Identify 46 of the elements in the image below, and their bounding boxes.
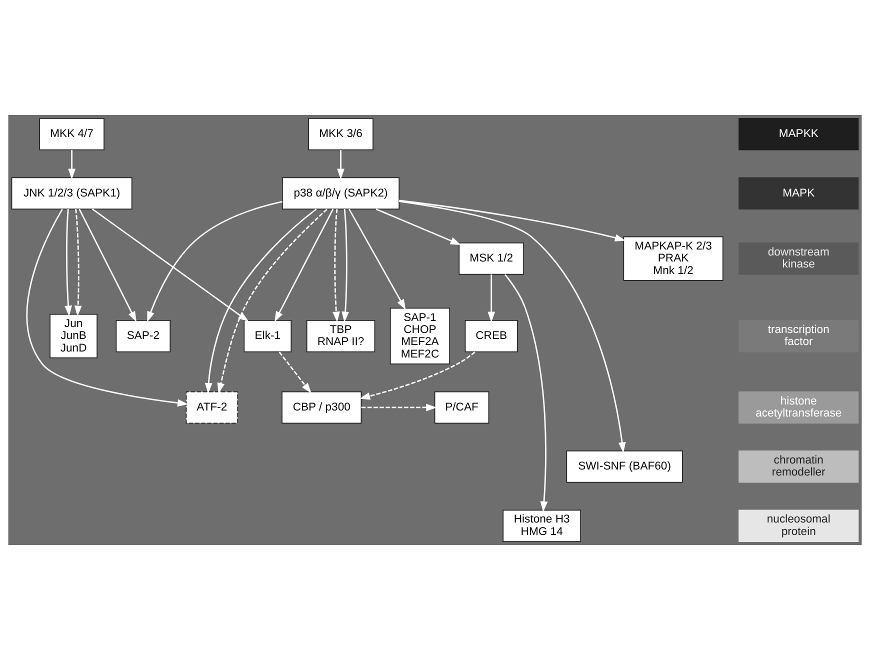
node-box: MSK 1/2 [458,242,524,275]
arrow [504,274,548,512]
arrow [92,208,249,322]
label: histone acetyltransferase [756,395,842,420]
node-box: Histone H3 HMG 14 [502,510,582,542]
label: downstream kinase [768,246,830,271]
arrow [68,150,76,180]
arrow [342,208,350,322]
node-box: SAP-1 CHOP MEF2A MEF2C [390,308,450,364]
arrow [78,208,137,322]
arrow [204,208,317,394]
arrow [337,150,344,180]
label: nucleosomal protein [766,514,830,538]
node-box: Jun JunB JunD [50,314,98,358]
arrow [74,208,82,316]
label: MAPK [782,187,815,200]
node-box: SWI-SNF (BAF60) [566,450,683,483]
node-box: MAPKAP-K 2/3 PRAK Mnk 1/2 [623,236,724,281]
arrow [348,208,406,310]
node-box: JNK 1/2/3 (SAPK1) [11,177,132,210]
node-box: CBP / p300 [282,391,362,424]
arrow [217,208,328,394]
arrow [64,208,72,316]
node-box: p38 α/β/γ (SAPK2) [282,177,400,210]
arrow [332,208,340,322]
label: transcription factor [768,324,830,348]
arrow [399,200,626,453]
arrow [26,208,188,407]
node-box: P/CAF [434,391,490,424]
arrow [274,208,334,322]
node-box: TBP RNAP II? [306,320,376,352]
node-box: ATF-2 [186,391,238,424]
node-box: Elk-1 [244,320,292,352]
node-box: MKK 4/7 [39,118,104,150]
node-box: MKK 3/6 [308,118,374,150]
arrow [278,352,312,394]
node-box: CREB [464,320,518,352]
label: MAPKK [778,128,818,140]
label: chromatin remodeller [772,454,826,479]
node-box: SAP-2 [116,320,171,352]
arrow [361,404,437,412]
arrow [359,351,476,400]
arrow [488,274,496,322]
arrow [376,208,462,245]
arrow [147,201,282,322]
arrow [399,200,626,242]
